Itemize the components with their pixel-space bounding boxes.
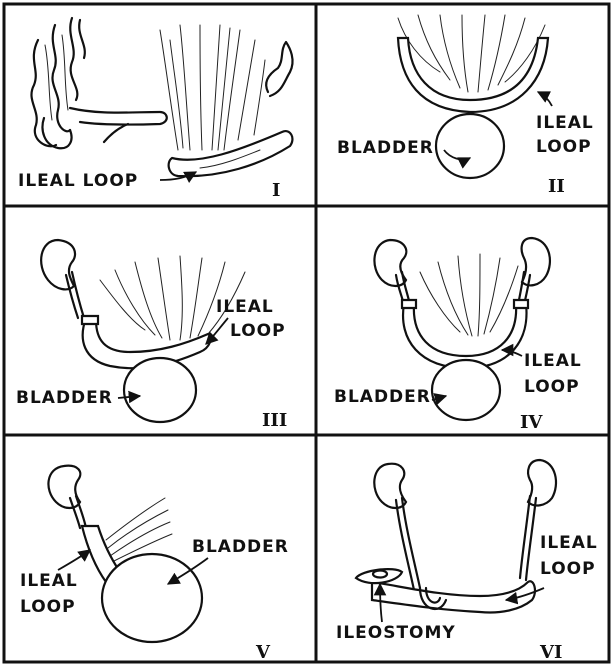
ileal-loop [372,581,535,612]
label-loop: LOOP [524,377,580,397]
kidney-icon [522,238,550,285]
kidney-icon [528,460,556,505]
panel-5: BLADDER ILEAL LOOP V [20,466,289,663]
colon-drawing [31,18,84,148]
panel-numeral-3: III [262,410,287,431]
label-loop: LOOP [230,321,286,341]
kidney-icon [41,240,75,289]
label-ileal: ILEAL [216,297,274,317]
panel-numeral-5: V [255,642,271,663]
panel-4: BLADDER ILEAL LOOP IV [334,238,582,433]
ileal-loop-segment [169,131,293,176]
label-bladder: BLADDER [16,388,113,408]
bladder [124,358,196,422]
label-loop: LOOP [536,137,592,157]
label-bladder: BLADDER [337,138,434,158]
ileal-loop [403,304,526,368]
kidney-icon [374,464,406,508]
panel-3: BLADDER ILEAL LOOP III [16,240,287,431]
panel-numeral-6: VI [539,642,562,663]
bladder [102,554,202,642]
panel-6: ILEOSTOMY ILEAL LOOP VI [336,460,598,663]
label-ileal: ILEAL [540,533,598,553]
ileal-segment-left [70,108,167,125]
kidney-icon [48,466,80,508]
label-ileal: ILEAL [536,113,594,133]
label-bladder: BLADDER [334,387,431,407]
label-ileal: ILEAL [524,351,582,371]
label-ileostomy: ILEOSTOMY [336,623,456,643]
bladder [436,114,504,178]
kidney-icon [374,240,406,286]
mesentery-fan [106,498,172,562]
bladder [432,360,500,420]
label-ileal-loop: ILEAL LOOP [18,171,138,191]
ureter [72,272,84,318]
panel-numeral-2: II [548,176,565,197]
label-bladder: BLADDER [192,537,289,557]
label-loop: LOOP [20,597,76,617]
panel-2: BLADDER ILEAL LOOP II [337,15,594,197]
panel-numeral-1: I [272,180,280,201]
mesentery-fan [420,254,518,336]
panel-1: ILEAL LOOP I [18,18,293,201]
mesentery-fan [160,25,265,150]
label-ileal: ILEAL [20,571,78,591]
ileal-loop [398,38,548,112]
panel-numeral-4: IV [520,412,543,433]
label-loop: LOOP [540,559,596,579]
